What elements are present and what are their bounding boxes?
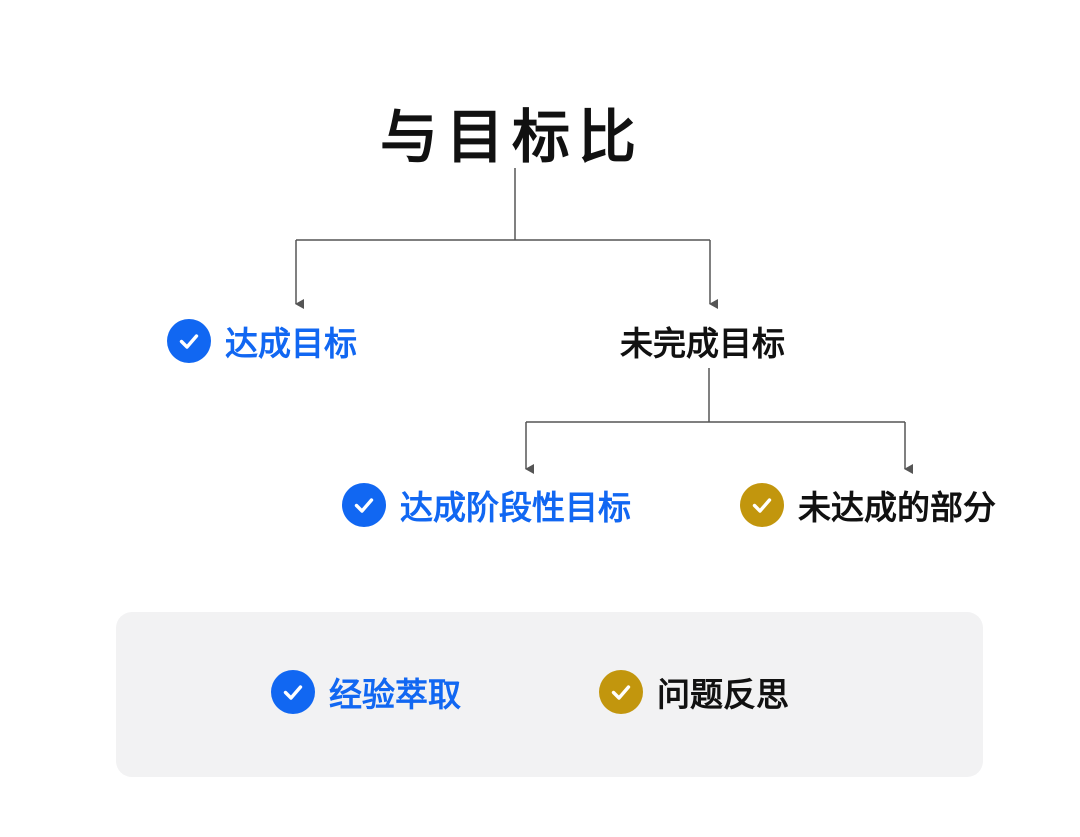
node-unfinished-goal: 未完成目标 bbox=[620, 317, 785, 365]
outcome-experience-extraction: 经验萃取 bbox=[271, 668, 461, 716]
node-label: 达成目标 bbox=[225, 324, 357, 363]
node-achieved-goal: 达成目标 bbox=[167, 317, 357, 365]
node-stage-goal-achieved: 达成阶段性目标 bbox=[342, 481, 631, 529]
check-circle-icon bbox=[271, 670, 315, 714]
check-circle-icon bbox=[599, 670, 643, 714]
check-circle-icon bbox=[167, 319, 211, 363]
outcomes-panel: 经验萃取 问题反思 bbox=[116, 612, 983, 777]
check-circle-icon bbox=[740, 483, 784, 527]
outcome-problem-reflection: 问题反思 bbox=[599, 668, 789, 716]
diagram-title: 与目标比 bbox=[380, 103, 645, 171]
node-label: 未达成的部分 bbox=[798, 488, 996, 527]
sub-branch-connector bbox=[525, 368, 913, 474]
top-branch-connector bbox=[295, 168, 718, 309]
node-label: 达成阶段性目标 bbox=[400, 488, 631, 527]
node-label: 经验萃取 bbox=[329, 675, 461, 714]
node-label: 问题反思 bbox=[657, 675, 789, 714]
node-label: 未完成目标 bbox=[620, 324, 785, 363]
node-unmet-part: 未达成的部分 bbox=[740, 481, 996, 529]
check-circle-icon bbox=[342, 483, 386, 527]
